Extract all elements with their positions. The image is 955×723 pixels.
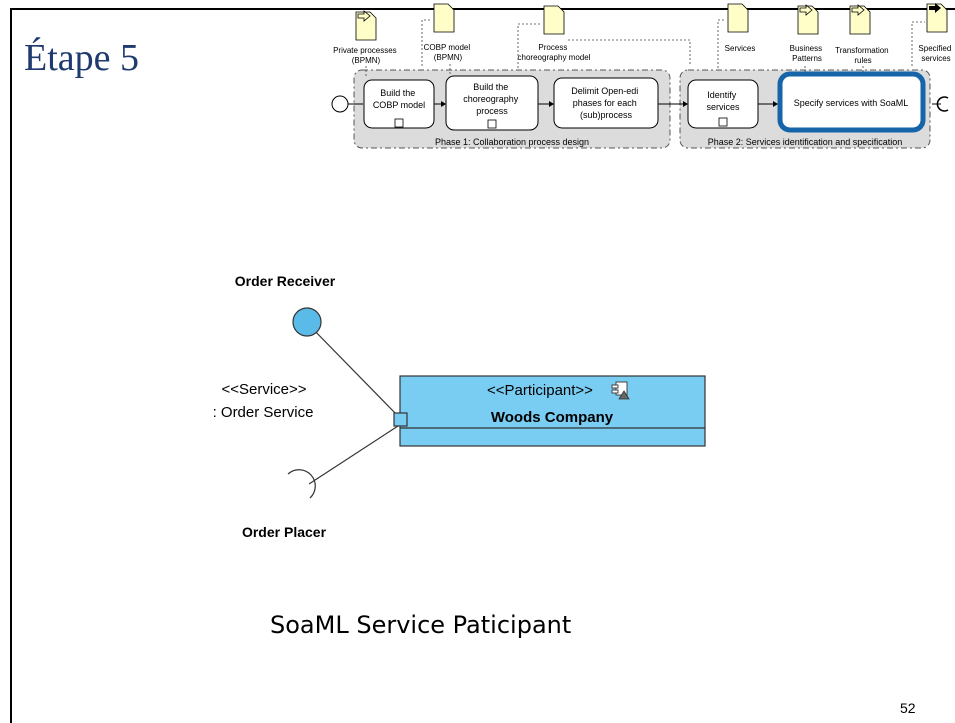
- data-business-patterns: [797, 5, 819, 35]
- service-name: : Order Service: [213, 404, 314, 421]
- provided-interface-label: Order Receiver: [235, 273, 336, 289]
- task-delimit-phases-label: Delimit Open-edi phases for each (sub)pr…: [571, 86, 641, 120]
- required-interface-icon: [287, 469, 316, 499]
- required-interface-line: [308, 425, 399, 485]
- data-process-choreography: [543, 5, 565, 35]
- service-stereotype: <<Service>>: [221, 381, 306, 398]
- data-specified-services: [926, 3, 948, 33]
- page-number: 52: [900, 700, 916, 716]
- data-process-choreography-label: Process choreography model: [518, 43, 591, 62]
- task-specify-services: [777, 71, 926, 133]
- task-build-cobp-label: Build the COBP model: [373, 88, 425, 110]
- participant-box: [399, 375, 706, 447]
- data-cobp-model-label: COBP model (BPMN): [424, 43, 473, 62]
- data-services-label: Services: [725, 44, 756, 53]
- slide-title: Étape 5: [24, 37, 140, 79]
- data-transformation-rules-label: Transformation rules: [835, 46, 891, 65]
- data-transformation-rules: [849, 5, 871, 35]
- phase1-label: Phase 1: Collaboration process design: [435, 137, 589, 147]
- slide-frame: [10, 8, 955, 723]
- data-business-patterns-label: Business Patterns: [790, 44, 825, 63]
- data-private-processes: [355, 11, 377, 41]
- service-port: [393, 412, 408, 427]
- start-event: [331, 95, 349, 113]
- provided-interface-icon: [292, 307, 322, 337]
- component-icon: [611, 381, 630, 400]
- participant-name: Woods Company: [491, 409, 614, 426]
- data-cobp-model: [433, 3, 455, 33]
- task-build-choreography-label: Build the choreography process: [463, 82, 521, 116]
- bpmn-process-diagram: Phase 1: Collaboration process design Ph…: [331, 3, 953, 149]
- soaml-service-participant-diagram: Order Receiver Order Placer <<Service>> …: [213, 273, 706, 540]
- slide-caption: SoaML Service Paticipant: [270, 611, 572, 639]
- task-build-choreography: [445, 75, 539, 131]
- task-delimit-phases: [553, 77, 659, 129]
- participant-stereotype: <<Participant>>: [487, 382, 593, 399]
- task-identify-services-label: Identify services: [706, 90, 740, 112]
- phase2-label: Phase 2: Services identification and spe…: [708, 137, 903, 147]
- data-specified-services-label: Specified services: [918, 44, 953, 63]
- data-private-processes-label: Private processes (BPMN): [333, 46, 399, 65]
- provided-interface-line: [307, 323, 399, 417]
- task-specify-services-label: Specify services with SoaML: [794, 98, 909, 108]
- required-interface-label: Order Placer: [242, 524, 327, 540]
- data-services: [727, 3, 749, 33]
